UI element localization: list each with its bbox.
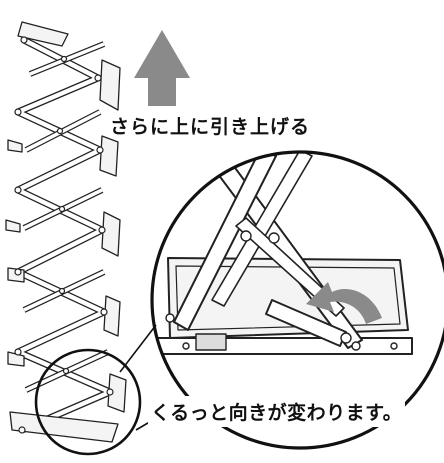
- caption-lift-further: さらに上に引き上げる: [110, 116, 311, 138]
- curved-arrow-icon: [306, 282, 382, 324]
- detail-marker-circle: [34, 348, 142, 456]
- caption-turn-around: くるっと向きが変わります。: [148, 396, 406, 427]
- folding-stand-diagram: [5, 21, 142, 456]
- magnified-detail: [119, 150, 444, 450]
- up-arrow-icon: [134, 30, 190, 106]
